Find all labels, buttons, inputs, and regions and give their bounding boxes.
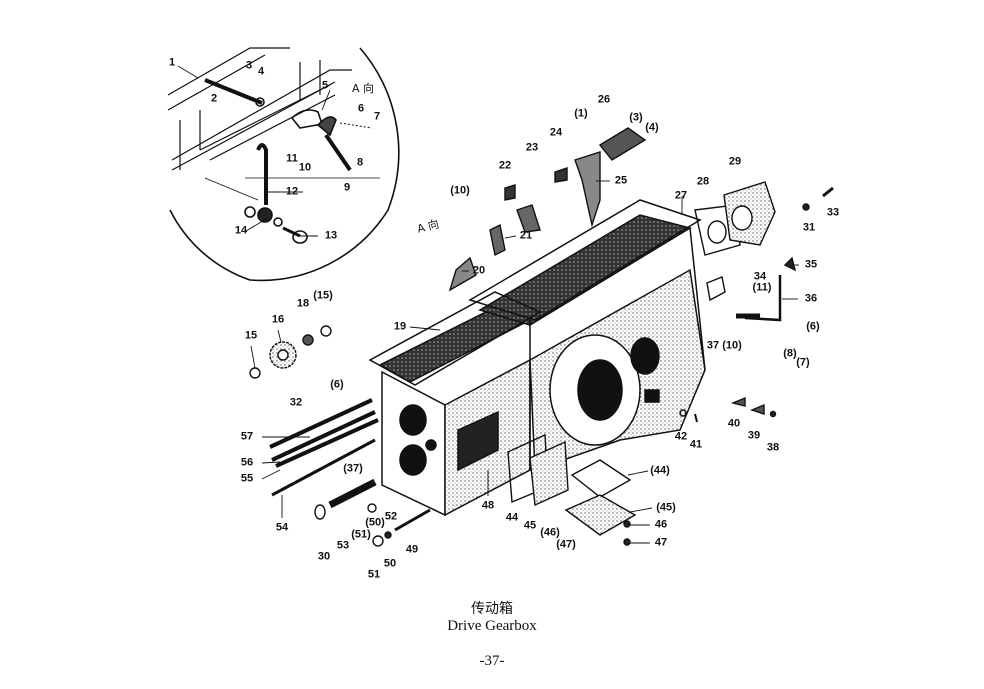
part-callout-c26: 26 (597, 93, 611, 106)
part-callout-c33: 33 (826, 206, 840, 219)
part-callout-c8: 8 (356, 156, 364, 169)
part-callout-c52: 52 (384, 510, 398, 523)
part-callout-c57: 57 (240, 430, 254, 443)
part-callout-c15a: 15 (244, 329, 258, 342)
part-callout-c24: 24 (549, 126, 563, 139)
part-callout-c21: 21 (519, 229, 533, 242)
part-callout-c47: 47 (654, 536, 668, 549)
part-callout-c54: 54 (275, 521, 289, 534)
part-callout-c38: 38 (766, 441, 780, 454)
part-callout-c35: 35 (804, 258, 818, 271)
part-callout-c4p: (4) (645, 121, 659, 134)
part-callout-c50p: (50) (365, 516, 385, 529)
part-callout-c32: 32 (289, 396, 303, 409)
part-callout-c6: 6 (357, 102, 365, 115)
part-callout-c55: 55 (240, 472, 254, 485)
part-callout-c13: 13 (324, 229, 338, 242)
view-marker-a-inset: A 向 (351, 82, 375, 95)
part-callout-c10q: (10) (722, 339, 742, 352)
part-callout-c23: 23 (525, 141, 539, 154)
part-callout-c10p: (10) (450, 184, 470, 197)
part-callout-c11p: (11) (752, 281, 772, 294)
part-callout-c15b: (15) (313, 289, 333, 302)
part-callout-c50: 50 (383, 557, 397, 570)
part-callout-c25: 25 (614, 174, 628, 187)
part-callout-c14: 14 (234, 224, 248, 237)
part-callout-c6q: (6) (330, 378, 344, 391)
part-callout-c4: 4 (257, 65, 265, 78)
figure-title-chinese: 传动箱 (471, 601, 513, 617)
part-callout-c45: 45 (523, 519, 537, 532)
part-callout-c3: 3 (245, 59, 253, 72)
part-callout-c51p: (51) (351, 528, 371, 541)
part-callout-c20: 20 (472, 264, 486, 277)
part-callout-c12: 12 (285, 185, 299, 198)
detail-inset (167, 47, 400, 282)
part-callout-c46p: (46) (540, 526, 560, 539)
page-number: -37- (479, 653, 505, 669)
part-callout-c56: 56 (240, 456, 254, 469)
part-callout-c6p: (6) (806, 320, 820, 333)
part-callout-c8p: (8) (783, 347, 797, 360)
part-callout-c41: 41 (689, 438, 703, 451)
part-callout-c31: 31 (802, 221, 816, 234)
part-callout-c30: 30 (317, 550, 331, 563)
part-callout-c3p: (3) (629, 111, 643, 124)
part-callout-c16: 16 (271, 313, 285, 326)
part-callout-c47p: (47) (556, 538, 576, 551)
part-callout-c37p: (37) (343, 462, 363, 475)
part-callout-c37: 37 (706, 339, 720, 352)
part-callout-c36: 36 (804, 292, 818, 305)
part-callout-c48: 48 (481, 499, 495, 512)
part-callout-c7: 7 (373, 110, 381, 123)
part-callout-c1p: (1) (574, 107, 588, 120)
part-callout-c42: 42 (674, 430, 688, 443)
part-callout-c51: 51 (367, 568, 381, 581)
part-callout-c44p: (44) (650, 464, 670, 477)
part-callout-c53: 53 (336, 539, 350, 552)
part-callout-c22: 22 (498, 159, 512, 172)
part-callout-c28: 28 (696, 175, 710, 188)
loose-parts (249, 127, 834, 547)
figure-title-english: Drive Gearbox (447, 618, 537, 634)
part-callout-c46: 46 (654, 518, 668, 531)
part-callout-c7p: (7) (796, 356, 810, 369)
part-callout-c11: 11 (286, 152, 298, 165)
part-callout-c29: 29 (728, 155, 742, 168)
leader-lines (177, 65, 799, 544)
part-callout-c40: 40 (727, 417, 741, 430)
part-callout-c34: 34 (753, 270, 767, 283)
part-callout-c19: 19 (393, 320, 407, 333)
part-callout-c10: 10 (298, 161, 312, 174)
part-callout-c49: 49 (405, 543, 419, 556)
part-callout-c39: 39 (747, 429, 761, 442)
part-callout-c45p: (45) (656, 501, 676, 514)
part-callout-c44: 44 (505, 511, 519, 524)
part-callout-c2: 2 (210, 92, 218, 105)
part-callout-c5: 5 (321, 79, 329, 92)
part-callout-c18: 18 (296, 297, 310, 310)
part-callout-c27: 27 (674, 189, 688, 202)
part-callout-c1: 1 (168, 56, 176, 69)
gearbox-housing (368, 199, 706, 517)
part-callout-c9: 9 (343, 181, 351, 194)
